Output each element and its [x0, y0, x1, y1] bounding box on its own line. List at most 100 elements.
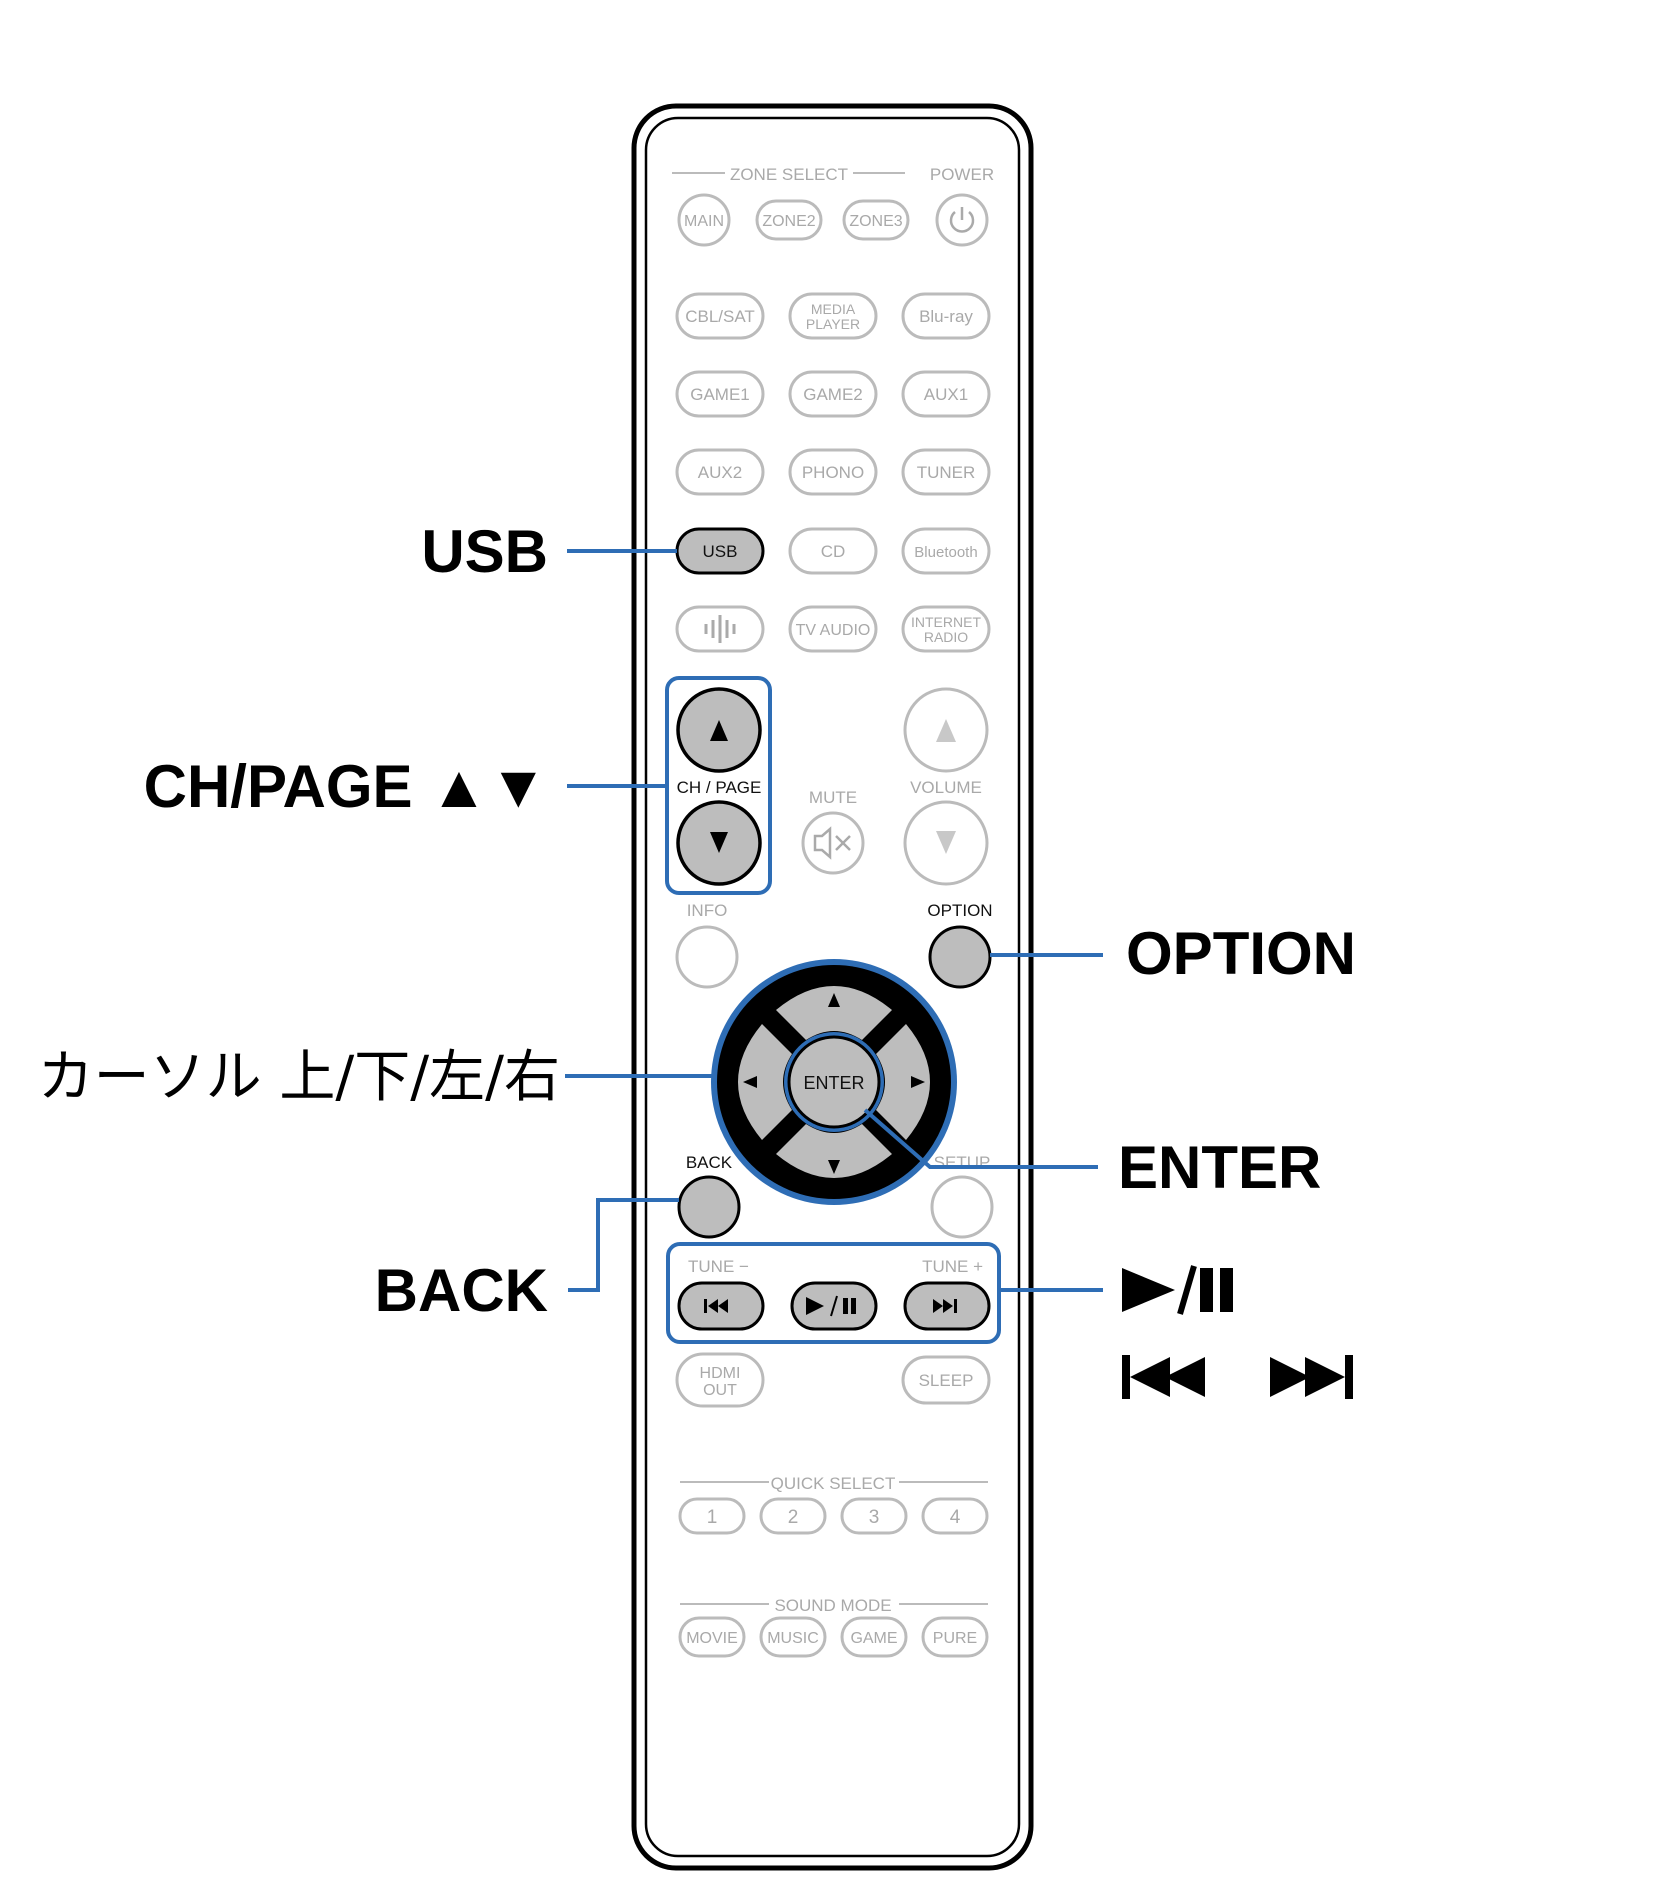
sound-mode-movie[interactable]: MOVIE	[678, 1616, 746, 1658]
svg-text:AUX1: AUX1	[924, 385, 968, 404]
source-button-heos[interactable]	[675, 605, 765, 653]
source-button-game2[interactable]: GAME2	[788, 370, 878, 418]
skip-forward-bar-icon	[1345, 1355, 1353, 1399]
svg-text:PURE: PURE	[933, 1630, 977, 1647]
svg-text:CBL/SAT: CBL/SAT	[685, 307, 755, 326]
svg-text:MUSIC: MUSIC	[767, 1630, 819, 1647]
heos-icon	[704, 615, 736, 643]
quick-select-1[interactable]: 1	[678, 1497, 746, 1535]
callout-cursor: カーソル 上/下/左/右	[38, 1045, 560, 1110]
svg-text:INTERNET: INTERNET	[911, 614, 981, 630]
cursor-right-button[interactable]	[876, 1024, 930, 1140]
svg-text:ZONE2: ZONE2	[762, 213, 815, 230]
svg-text:OUT: OUT	[703, 1382, 737, 1399]
quick-select-2[interactable]: 2	[759, 1497, 827, 1535]
enter-leader	[863, 1108, 1098, 1169]
play-icon	[1122, 1268, 1175, 1312]
forward-icon	[1305, 1357, 1345, 1397]
cursor-down-button[interactable]	[776, 1124, 892, 1178]
option-button[interactable]	[928, 925, 992, 989]
svg-text:3: 3	[869, 1507, 880, 1528]
source-button-blu-ray[interactable]: Blu-ray	[901, 292, 991, 340]
ch-page-up-button[interactable]	[676, 687, 762, 773]
source-button-media-player[interactable]: MEDIA PLAYER	[788, 292, 878, 340]
back-button[interactable]	[677, 1175, 741, 1239]
svg-text:4: 4	[950, 1507, 961, 1528]
callout-usb: USB	[421, 518, 548, 585]
enter-button[interactable]: ENTER	[784, 1032, 884, 1132]
power-button[interactable]	[935, 193, 989, 247]
option-label: OPTION	[927, 901, 992, 920]
setup-button[interactable]	[930, 1175, 994, 1239]
quick-select-3[interactable]: 3	[840, 1497, 908, 1535]
callout-lines	[565, 549, 1103, 1292]
sound-mode-music[interactable]: MUSIC	[759, 1616, 827, 1658]
source-button-bluetooth[interactable]: Bluetooth	[901, 527, 991, 575]
svg-text:Bluetooth: Bluetooth	[914, 544, 977, 561]
power-label: POWER	[930, 165, 994, 184]
svg-text:MEDIA: MEDIA	[811, 301, 856, 317]
cursor-left-button[interactable]	[738, 1024, 792, 1140]
callout-back: BACK	[375, 1257, 548, 1324]
sound-mode-pure[interactable]: PURE	[921, 1616, 989, 1658]
source-button-cd[interactable]: CD	[788, 527, 878, 575]
quick-select-4[interactable]: 4	[921, 1497, 989, 1535]
play-pause-button[interactable]	[790, 1281, 878, 1331]
zone-select-label: ZONE SELECT	[730, 165, 848, 184]
transport-highlight	[666, 1242, 1001, 1344]
pause-bar-icon	[1200, 1268, 1213, 1312]
svg-text:TUNER: TUNER	[917, 463, 976, 482]
arrow-right-icon	[911, 1076, 925, 1088]
skip-forward-button[interactable]	[903, 1281, 991, 1331]
svg-text:TV AUDIO: TV AUDIO	[796, 622, 871, 639]
svg-text:1: 1	[707, 1507, 718, 1528]
source-button-phono[interactable]: PHONO	[788, 448, 878, 496]
sleep-button[interactable]: SLEEP	[901, 1355, 991, 1405]
zone-button-main[interactable]: MAIN	[677, 193, 731, 247]
svg-text:PLAYER: PLAYER	[806, 316, 860, 332]
svg-text:MOVIE: MOVIE	[686, 1630, 738, 1647]
source-button-aux2[interactable]: AUX2	[675, 448, 765, 496]
power-icon	[949, 211, 975, 233]
hdmi-out-button[interactable]: HDMI OUT	[675, 1352, 765, 1408]
arrow-down-icon	[828, 1160, 840, 1174]
source-button-usb[interactable]: USB	[675, 527, 765, 575]
zone-button-zone3[interactable]: ZONE3	[842, 199, 910, 241]
skip-back-button[interactable]	[677, 1281, 765, 1331]
source-button-tuner[interactable]: TUNER	[901, 448, 991, 496]
arrow-down-icon	[710, 832, 728, 853]
svg-text:ENTER: ENTER	[803, 1073, 864, 1093]
mute-label: MUTE	[809, 788, 857, 807]
zone-button-zone2[interactable]: ZONE2	[755, 199, 823, 241]
skip-back-icon	[704, 1299, 728, 1313]
slash-icon	[1177, 1265, 1197, 1315]
ch-page-down-button[interactable]	[676, 800, 762, 886]
cursor-up-button[interactable]	[776, 986, 892, 1040]
info-label: INFO	[687, 901, 728, 920]
svg-text:SLEEP: SLEEP	[919, 1371, 974, 1390]
cursor-pad: ENTER	[711, 959, 957, 1205]
callout-skip	[1122, 1355, 1353, 1399]
svg-text:GAME: GAME	[850, 1630, 897, 1647]
source-button-tv-audio[interactable]: TV AUDIO	[788, 605, 878, 653]
callout-option: OPTION	[1126, 920, 1356, 987]
source-button-aux1[interactable]: AUX1	[901, 370, 991, 418]
source-button-game1[interactable]: GAME1	[675, 370, 765, 418]
svg-text:Blu-ray: Blu-ray	[919, 307, 973, 326]
arrow-left-icon	[743, 1076, 757, 1088]
sound-mode-game[interactable]: GAME	[840, 1616, 908, 1658]
back-label: BACK	[686, 1153, 733, 1172]
volume-down-button[interactable]	[903, 800, 989, 886]
skip-forward-icon	[933, 1299, 957, 1313]
source-button-cbl-sat[interactable]: CBL/SAT	[675, 292, 765, 340]
quick-select-label: QUICK SELECT	[771, 1474, 896, 1493]
svg-text:2: 2	[788, 1507, 799, 1528]
arrow-up-icon	[936, 719, 956, 742]
mute-button[interactable]	[801, 811, 865, 875]
info-button[interactable]	[675, 925, 739, 989]
pause-bar-icon	[1220, 1268, 1233, 1312]
volume-up-button[interactable]	[903, 687, 989, 773]
setup-label: SETUP	[934, 1153, 991, 1172]
source-button-internet-radio[interactable]: INTERNET RADIO	[901, 605, 991, 653]
